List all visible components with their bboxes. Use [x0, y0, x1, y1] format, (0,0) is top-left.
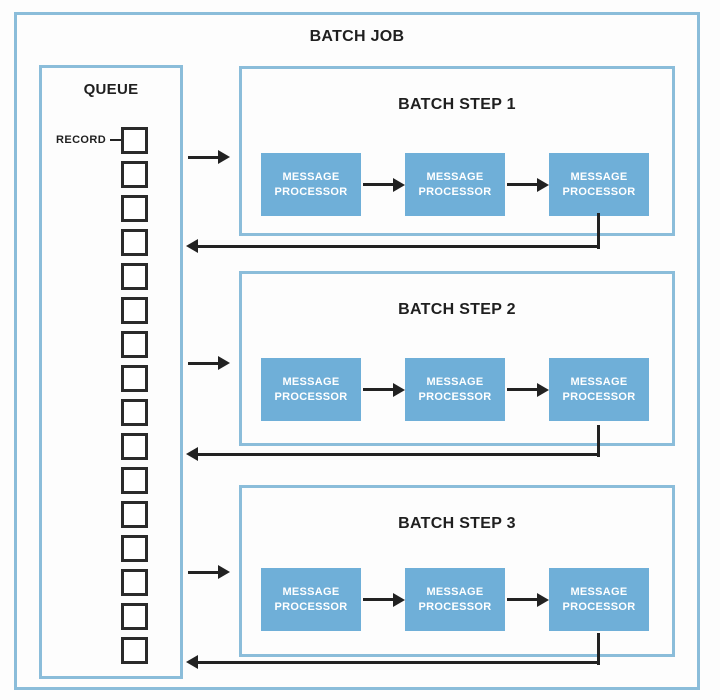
- step-3-return-line-vertical: [597, 633, 600, 665]
- record-label-row: RECORD: [56, 134, 122, 146]
- arrow-right-icon: [361, 592, 405, 607]
- record-label: RECORD: [56, 134, 107, 146]
- arrow-right-icon: [361, 382, 405, 397]
- arrow-right-icon: [361, 177, 405, 192]
- batch-step-3-title: BATCH STEP 3: [398, 515, 516, 532]
- record-square: [121, 161, 148, 188]
- step-2-return-line-horizontal: [196, 453, 600, 456]
- step-1-return-line-horizontal: [196, 245, 600, 248]
- batch-job-box: BATCH JOB QUEUE RECORD BATCH STEP 1 MESS…: [14, 12, 700, 690]
- record-square: [121, 399, 148, 426]
- message-processor: MESSAGE PROCESSOR: [549, 153, 649, 216]
- record-pointer-line: [110, 139, 122, 141]
- message-processor: MESSAGE PROCESSOR: [405, 153, 505, 216]
- record-square: [121, 229, 148, 256]
- queue-to-step-2-arrow-icon: [188, 356, 230, 370]
- record-square: [121, 365, 148, 392]
- message-processor: MESSAGE PROCESSOR: [405, 568, 505, 631]
- batch-job-title: BATCH JOB: [309, 28, 405, 45]
- arrow-right-icon: [505, 382, 549, 397]
- batch-step-2-box: BATCH STEP 2 MESSAGE PROCESSOR MESSAGE P…: [239, 271, 675, 446]
- step-2-return-line-vertical: [597, 425, 600, 457]
- batch-step-1-processors: MESSAGE PROCESSOR MESSAGE PROCESSOR MESS…: [261, 153, 649, 216]
- record-square: [121, 195, 148, 222]
- record-square: [121, 603, 148, 630]
- record-square: [121, 569, 148, 596]
- batch-step-1-title: BATCH STEP 1: [398, 96, 516, 113]
- record-square: [121, 433, 148, 460]
- message-processor: MESSAGE PROCESSOR: [549, 358, 649, 421]
- record-square: [121, 127, 148, 154]
- batch-step-1-box: BATCH STEP 1 MESSAGE PROCESSOR MESSAGE P…: [239, 66, 675, 236]
- queue-to-step-3-arrow-icon: [188, 565, 230, 579]
- step-2-return-arrowhead-icon: [186, 447, 198, 461]
- batch-step-3-processors: MESSAGE PROCESSOR MESSAGE PROCESSOR MESS…: [261, 568, 649, 631]
- record-square: [121, 467, 148, 494]
- record-square: [121, 535, 148, 562]
- queue-to-step-1-arrow-icon: [188, 150, 230, 164]
- record-square: [121, 263, 148, 290]
- step-3-return-line-horizontal: [196, 661, 600, 664]
- record-square: [121, 637, 148, 664]
- queue-box: QUEUE RECORD: [39, 65, 183, 679]
- message-processor: MESSAGE PROCESSOR: [549, 568, 649, 631]
- record-squares: [121, 127, 148, 664]
- message-processor: MESSAGE PROCESSOR: [261, 358, 361, 421]
- queue-title: QUEUE: [83, 81, 139, 98]
- message-processor: MESSAGE PROCESSOR: [261, 153, 361, 216]
- step-3-return-arrowhead-icon: [186, 655, 198, 669]
- arrow-right-icon: [505, 592, 549, 607]
- batch-step-2-title: BATCH STEP 2: [398, 301, 516, 318]
- record-square: [121, 297, 148, 324]
- arrow-right-icon: [505, 177, 549, 192]
- step-1-return-arrowhead-icon: [186, 239, 198, 253]
- step-1-return-line-vertical: [597, 213, 600, 249]
- record-square: [121, 501, 148, 528]
- batch-step-2-processors: MESSAGE PROCESSOR MESSAGE PROCESSOR MESS…: [261, 358, 649, 421]
- batch-step-3-box: BATCH STEP 3 MESSAGE PROCESSOR MESSAGE P…: [239, 485, 675, 657]
- message-processor: MESSAGE PROCESSOR: [261, 568, 361, 631]
- message-processor: MESSAGE PROCESSOR: [405, 358, 505, 421]
- record-square: [121, 331, 148, 358]
